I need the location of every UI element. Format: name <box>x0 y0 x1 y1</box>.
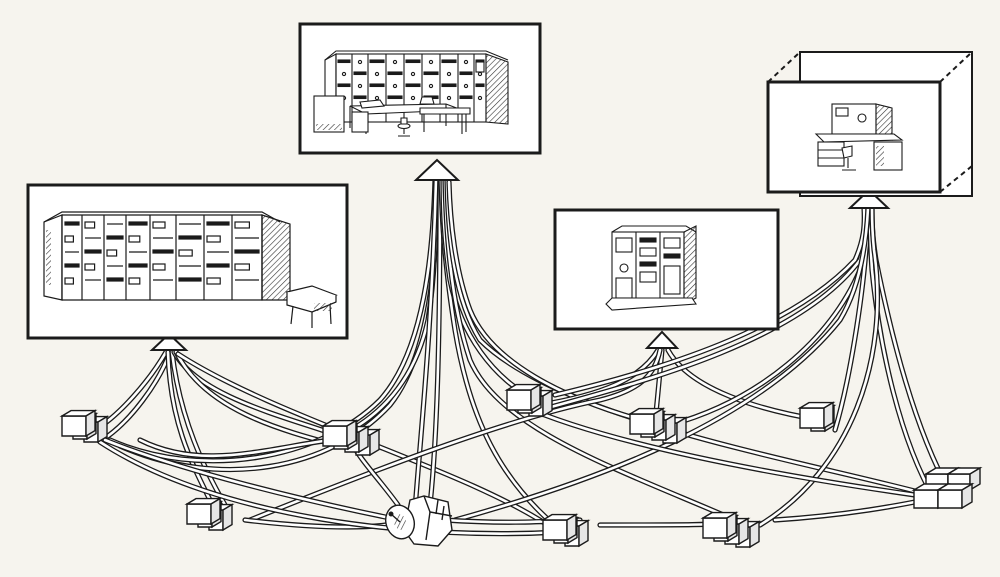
cable <box>107 177 438 464</box>
cable <box>867 205 938 503</box>
satellite-dish-icon <box>384 495 453 547</box>
terminal-cluster <box>700 511 762 549</box>
cable <box>169 349 228 508</box>
large-mainframe-installation-icon <box>43 211 338 328</box>
terminal-cluster <box>540 513 591 548</box>
chair-icon <box>397 117 411 137</box>
cable <box>442 177 738 523</box>
small-cabinet-computer-icon <box>605 225 697 311</box>
cable <box>452 205 871 523</box>
terminal-cluster <box>797 401 837 433</box>
operator-workstation-icon <box>814 103 904 171</box>
arrowhead-left-panel <box>149 332 189 351</box>
printer-icon <box>285 285 338 328</box>
arrowhead-top-panel <box>413 158 461 181</box>
panel-middle <box>553 208 780 331</box>
terminal-clusters <box>59 383 983 549</box>
cable <box>97 439 563 537</box>
terminal-cluster <box>59 409 110 444</box>
panel-top <box>298 22 542 155</box>
terminal-cluster <box>911 466 983 510</box>
panel-left <box>26 183 349 340</box>
cable <box>105 349 173 439</box>
cable <box>772 497 928 523</box>
panel-right <box>766 51 973 197</box>
chair-icon <box>841 145 856 171</box>
cable <box>412 177 439 513</box>
terminal-cluster <box>504 383 555 418</box>
arrowhead-middle-panel <box>644 330 680 349</box>
stack-edges <box>767 51 973 193</box>
terminal-cluster <box>627 407 689 445</box>
cable <box>665 347 823 423</box>
terminal-cluster <box>320 419 382 457</box>
cable <box>137 437 333 459</box>
cable <box>102 437 403 523</box>
cable <box>427 177 443 508</box>
arrowhead-right-panel <box>847 188 891 209</box>
cable <box>165 349 213 503</box>
cable <box>552 205 867 398</box>
arrowheads <box>149 158 891 351</box>
cable <box>517 402 918 498</box>
computer-room-with-console-icon <box>313 50 509 137</box>
terminal-cluster <box>184 497 235 532</box>
cable <box>537 347 661 408</box>
